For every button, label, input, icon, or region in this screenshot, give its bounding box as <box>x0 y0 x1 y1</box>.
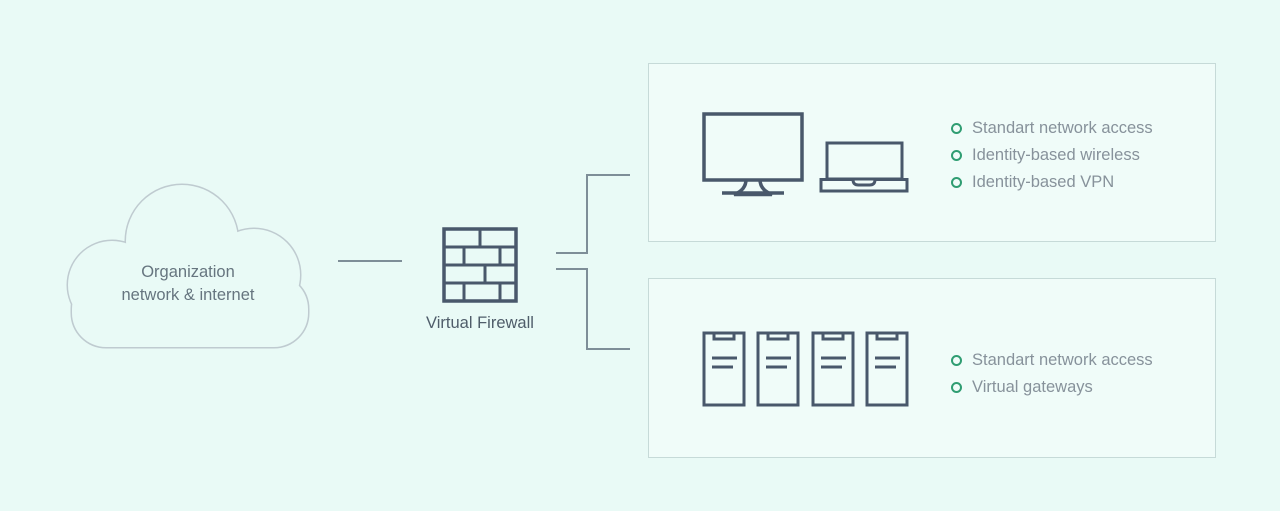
cloud-label-line1: Organization <box>141 263 235 281</box>
bullet-label: Standart network access <box>972 351 1153 369</box>
bullet-label: Identity-based VPN <box>972 173 1115 191</box>
connector-branch-down <box>586 268 588 350</box>
virtual-servers-panel: Standart network access Virtual gateways <box>648 278 1216 458</box>
bullet-ring-icon <box>951 123 962 134</box>
connector-branch-up <box>586 174 588 254</box>
endpoint-devices-panel: Standart network access Identity-based w… <box>648 63 1216 242</box>
bullet-ring-icon <box>951 382 962 393</box>
firewall-brick-wall-icon <box>442 227 518 303</box>
diagram-canvas: Organization network & internet Virtual … <box>0 0 1280 511</box>
bullet-label: Identity-based wireless <box>972 146 1140 164</box>
cloud-label-line2: network & internet <box>121 286 255 304</box>
server-tower-icon <box>865 331 909 407</box>
laptop-icon <box>819 141 909 193</box>
connector-firewall-stub-bottom <box>556 268 588 270</box>
server-tower-icon <box>702 331 746 407</box>
connector-to-bottom-panel <box>586 348 630 350</box>
list-item: Standart network access <box>951 347 1153 374</box>
bullet-label: Standart network access <box>972 119 1153 137</box>
list-item: Virtual gateways <box>951 374 1153 401</box>
connector-to-top-panel <box>586 174 630 176</box>
server-tower-icon <box>756 331 800 407</box>
footer-strip <box>0 511 1280 523</box>
organization-cloud: Organization network & internet <box>58 179 318 351</box>
firewall-label: Virtual Firewall <box>426 314 534 332</box>
bullet-ring-icon <box>951 150 962 161</box>
connector-firewall-stub-top <box>556 252 588 254</box>
cloud-label: Organization network & internet <box>58 261 318 307</box>
connector-cloud-to-firewall <box>338 260 402 262</box>
servers-bullet-list: Standart network access Virtual gateways <box>951 347 1153 401</box>
endpoint-bullet-list: Standart network access Identity-based w… <box>951 115 1153 196</box>
cloud-icon <box>66 183 310 349</box>
list-item: Identity-based wireless <box>951 142 1153 169</box>
bullet-ring-icon <box>951 177 962 188</box>
desktop-monitor-icon <box>702 112 804 197</box>
bullet-ring-icon <box>951 355 962 366</box>
server-tower-icon <box>811 331 855 407</box>
list-item: Identity-based VPN <box>951 169 1153 196</box>
bullet-label: Virtual gateways <box>972 378 1093 396</box>
list-item: Standart network access <box>951 115 1153 142</box>
